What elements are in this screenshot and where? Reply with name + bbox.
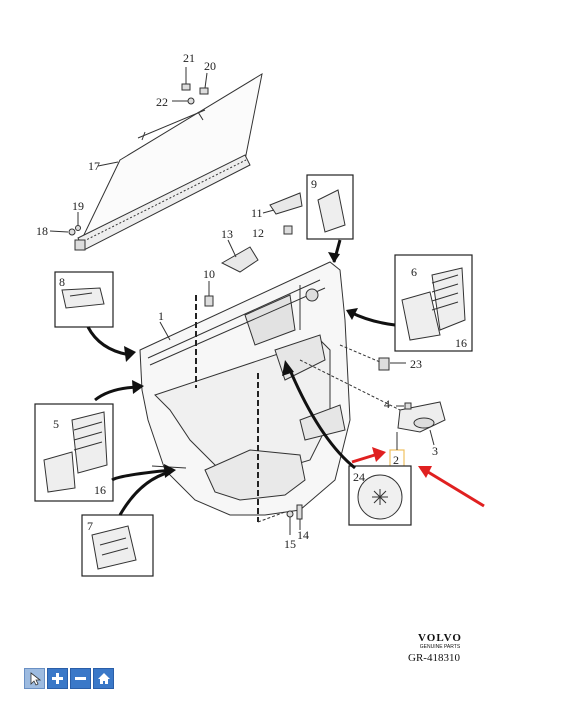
highlight-arrow-left: [351, 452, 379, 464]
callout-24: 24: [353, 470, 365, 484]
cursor-icon: [30, 671, 41, 686]
sunshade-part: [74, 72, 263, 251]
callout-16: 16: [455, 336, 467, 350]
callout-2: 2: [393, 453, 399, 467]
callout-15: 15: [284, 537, 296, 551]
callout-13: 13: [221, 227, 233, 241]
callout-17: 17: [88, 159, 100, 173]
callout-7: 7: [87, 519, 93, 533]
home-icon: [97, 673, 110, 684]
callout-10: 10: [203, 267, 215, 281]
callout-16-lower: 16: [94, 483, 106, 497]
minus-icon: [75, 677, 86, 680]
callout-6: 6: [411, 265, 417, 279]
callout-8: 8: [59, 275, 65, 289]
callout-12: 12: [252, 226, 264, 240]
brand-logo: VOLVO: [418, 632, 462, 644]
callout-9: 9: [311, 177, 317, 191]
brand-tagline: GENUINE PARTS: [419, 644, 461, 650]
callout-11: 11: [251, 206, 263, 220]
callout-22: 22: [156, 95, 168, 109]
highlight-arrow-right: [427, 470, 485, 508]
callout-1: 1: [158, 309, 164, 323]
callout-20: 20: [204, 59, 216, 73]
select-tool-button[interactable]: [24, 668, 45, 689]
callout-18: 18: [36, 224, 48, 238]
home-button[interactable]: [93, 668, 114, 689]
callout-4: 4: [384, 397, 390, 411]
callout-3: 3: [432, 444, 438, 458]
zoom-in-button[interactable]: [47, 668, 68, 689]
callout-21: 21: [183, 51, 195, 65]
callout-5: 5: [53, 417, 59, 431]
callout-23: 23: [410, 357, 422, 371]
sunshade-clips: [172, 67, 209, 105]
plus-icon: [52, 673, 63, 684]
callout-14: 14: [297, 528, 309, 542]
door-panel: [139, 261, 351, 516]
callout-19: 19: [72, 199, 84, 213]
viewer-toolbar: [24, 668, 114, 689]
diagram-reference: GR-418310: [408, 652, 460, 664]
zoom-out-button[interactable]: [70, 668, 91, 689]
